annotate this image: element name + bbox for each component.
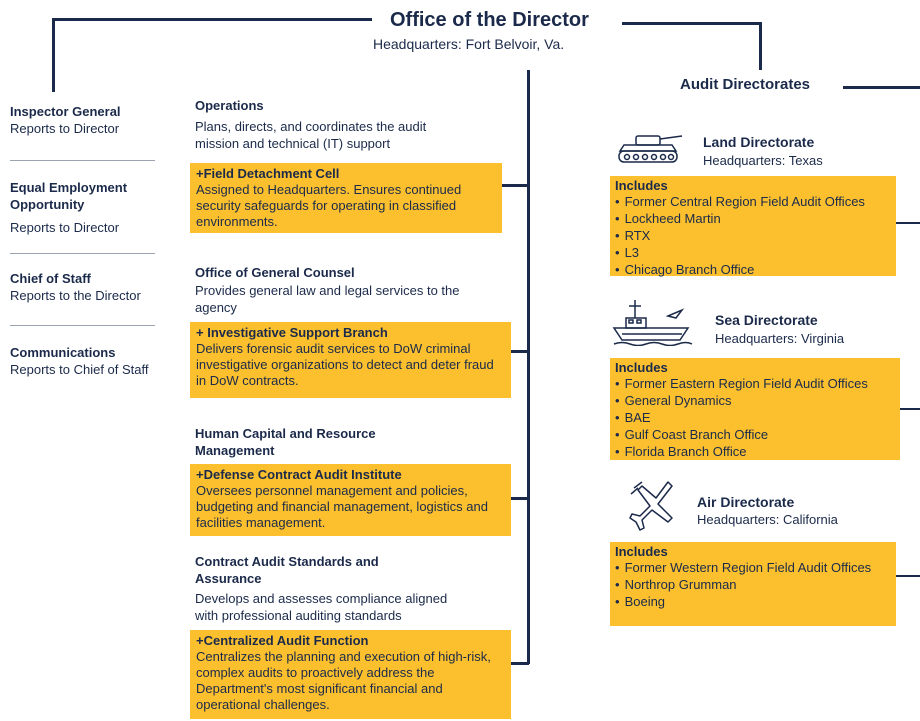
list-item: General Dynamics (615, 392, 895, 409)
page-title: Office of the Director (390, 9, 589, 31)
box-title: +Defense Contract Audit Institute (196, 467, 402, 482)
sea-directorate-name: Sea Directorate (715, 312, 818, 328)
connector-branch-field (502, 184, 529, 187)
list-item: RTX (615, 227, 891, 244)
left-item-title: Equal Employment Opportunity (10, 180, 128, 212)
connector-middle-vertical (527, 70, 530, 664)
investigative-support-box: + Investigative Support Branch Delivers … (190, 322, 511, 398)
list-item: Former Eastern Region Field Audit Office… (615, 375, 895, 392)
includes-label: Includes (615, 544, 668, 559)
air-includes-box: Includes Former Western Region Field Aud… (610, 542, 896, 626)
left-item-eeo: Equal Employment Opportunity Reports to … (10, 179, 160, 236)
connector-branch-investigative (511, 350, 529, 353)
box-title: + Investigative Support Branch (196, 325, 388, 340)
left-item-text: Reports to Director (10, 121, 120, 136)
list-item: Chicago Branch Office (615, 261, 891, 278)
connector-left-vertical (52, 18, 55, 92)
list-item: Northrop Grumman (615, 576, 891, 593)
connector-land-right (896, 222, 920, 224)
connector-right-vertical (759, 22, 762, 70)
left-item-title: Inspector General (10, 104, 121, 119)
left-divider (10, 160, 155, 161)
includes-label: Includes (615, 178, 668, 193)
list-item: Former Central Region Field Audit Office… (615, 193, 891, 210)
left-item-title: Communications (10, 345, 116, 360)
left-divider (10, 253, 155, 254)
audit-institute-box: +Defense Contract Audit Institute Overse… (190, 464, 511, 536)
land-directorate-name: Land Directorate (703, 134, 815, 150)
left-item-text: Reports to Chief of Staff (10, 362, 149, 377)
sea-directorate-hq: Headquarters: Virginia (715, 331, 845, 346)
connector-audit-right (843, 86, 920, 89)
connector-branch-centralized (511, 662, 529, 665)
ship-icon (612, 298, 694, 351)
counsel-title: Office of General Counsel (195, 265, 355, 280)
connector-top-left (52, 18, 372, 21)
connector-top-right (622, 22, 762, 25)
audit-directorates-title: Audit Directorates (680, 76, 811, 93)
page-subtitle: Headquarters: Fort Belvoir, Va. (373, 36, 565, 52)
jet-icon (628, 478, 678, 537)
list-item: Gulf Coast Branch Office (615, 426, 895, 443)
standards-title: Contract Audit Standards and Assurance (195, 554, 379, 586)
left-item-communications: Communications Reports to Chief of Staff (10, 344, 175, 378)
connector-sea-right (900, 408, 920, 410)
box-text: Delivers forensic audit services to DoW … (196, 341, 494, 388)
standards-text: Develops and assesses compliance aligned… (195, 591, 448, 623)
left-item-inspector-general: Inspector General Reports to Director (10, 103, 160, 137)
list-item: L3 (615, 244, 891, 261)
connector-branch-institute (511, 497, 529, 500)
field-detachment-box: +Field Detachment Cell Assigned to Headq… (190, 163, 502, 233)
air-includes-list: Former Western Region Field Audit Office… (615, 559, 891, 610)
list-item: Florida Branch Office (615, 443, 895, 460)
air-directorate-name: Air Directorate (697, 494, 795, 510)
operations-title: Operations (195, 98, 264, 113)
box-text: Centralizes the planning and execution o… (196, 649, 491, 712)
sea-includes-list: Former Eastern Region Field Audit Office… (615, 375, 895, 460)
box-title: +Field Detachment Cell (196, 166, 340, 181)
box-text: Assigned to Headquarters. Ensures contin… (196, 182, 462, 229)
left-item-text: Reports to the Director (10, 288, 141, 303)
sea-includes-box: Includes Former Eastern Region Field Aud… (610, 358, 900, 460)
box-title: +Centralized Audit Function (196, 633, 369, 648)
list-item: Former Western Region Field Audit Office… (615, 559, 891, 576)
air-directorate-hq: Headquarters: California (697, 512, 838, 527)
list-item: Boeing (615, 593, 891, 610)
connector-air-right (896, 575, 920, 577)
counsel-text: Provides general law and legal services … (195, 283, 460, 315)
list-item: Lockheed Martin (615, 210, 891, 227)
left-item-chief-of-staff: Chief of Staff Reports to the Director (10, 270, 170, 304)
tank-icon (616, 130, 686, 171)
list-item: BAE (615, 409, 895, 426)
land-includes-box: Includes Former Central Region Field Aud… (610, 176, 896, 278)
left-divider (10, 325, 155, 326)
land-directorate-hq: Headquarters: Texas (703, 153, 823, 168)
box-text: Oversees personnel management and polici… (196, 483, 488, 530)
centralized-audit-box: +Centralized Audit Function Centralizes … (190, 630, 511, 719)
human-capital-title: Human Capital and Resource Management (195, 426, 376, 458)
operations-text: Plans, directs, and coordinates the audi… (195, 119, 427, 151)
left-item-text: Reports to Director (10, 220, 120, 235)
includes-label: Includes (615, 360, 668, 375)
land-includes-list: Former Central Region Field Audit Office… (615, 193, 891, 278)
left-item-title: Chief of Staff (10, 271, 91, 286)
